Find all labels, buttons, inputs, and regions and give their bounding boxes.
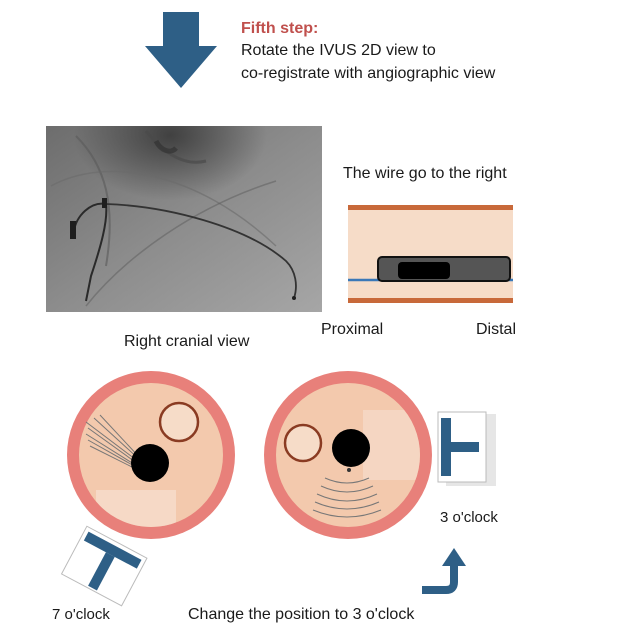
down-arrow-icon	[145, 12, 217, 88]
step-description-line-1: Rotate the IVUS 2D view to	[241, 42, 436, 59]
vessel-longitudinal-diagram	[348, 205, 513, 303]
wire-artifact-lines	[85, 414, 142, 470]
step-description-line-2: co-registrate with angiographic view	[241, 65, 496, 82]
position-label-3-oclock: 3 o'clock	[440, 509, 498, 526]
wire-artifact-lines	[312, 477, 382, 518]
ivus-cross-section-3-oclock	[264, 371, 432, 539]
angiogram-image	[46, 126, 322, 312]
side-branch-circle	[283, 423, 323, 463]
ivus-cross-section-7-oclock	[67, 371, 235, 539]
wire-diagram-title: The wire go to the right	[343, 165, 507, 182]
catheter-circle	[332, 429, 370, 467]
instruction-caption: Change the position to 3 o'clock	[188, 606, 415, 623]
proximal-label: Proximal	[321, 321, 384, 338]
curved-rotate-arrow-icon	[422, 548, 466, 594]
side-branch-circle	[158, 401, 200, 443]
position-marker-7-oclock-icon	[60, 525, 148, 607]
distal-label: Distal	[476, 321, 517, 338]
position-label-7-oclock: 7 o'clock	[52, 606, 110, 623]
position-marker-3-oclock-icon	[437, 411, 496, 486]
catheter-circle	[131, 444, 169, 482]
step-title: Fifth step:	[241, 20, 319, 37]
ivus-transducer	[398, 262, 450, 279]
angiogram-caption: Right cranial view	[124, 333, 250, 350]
